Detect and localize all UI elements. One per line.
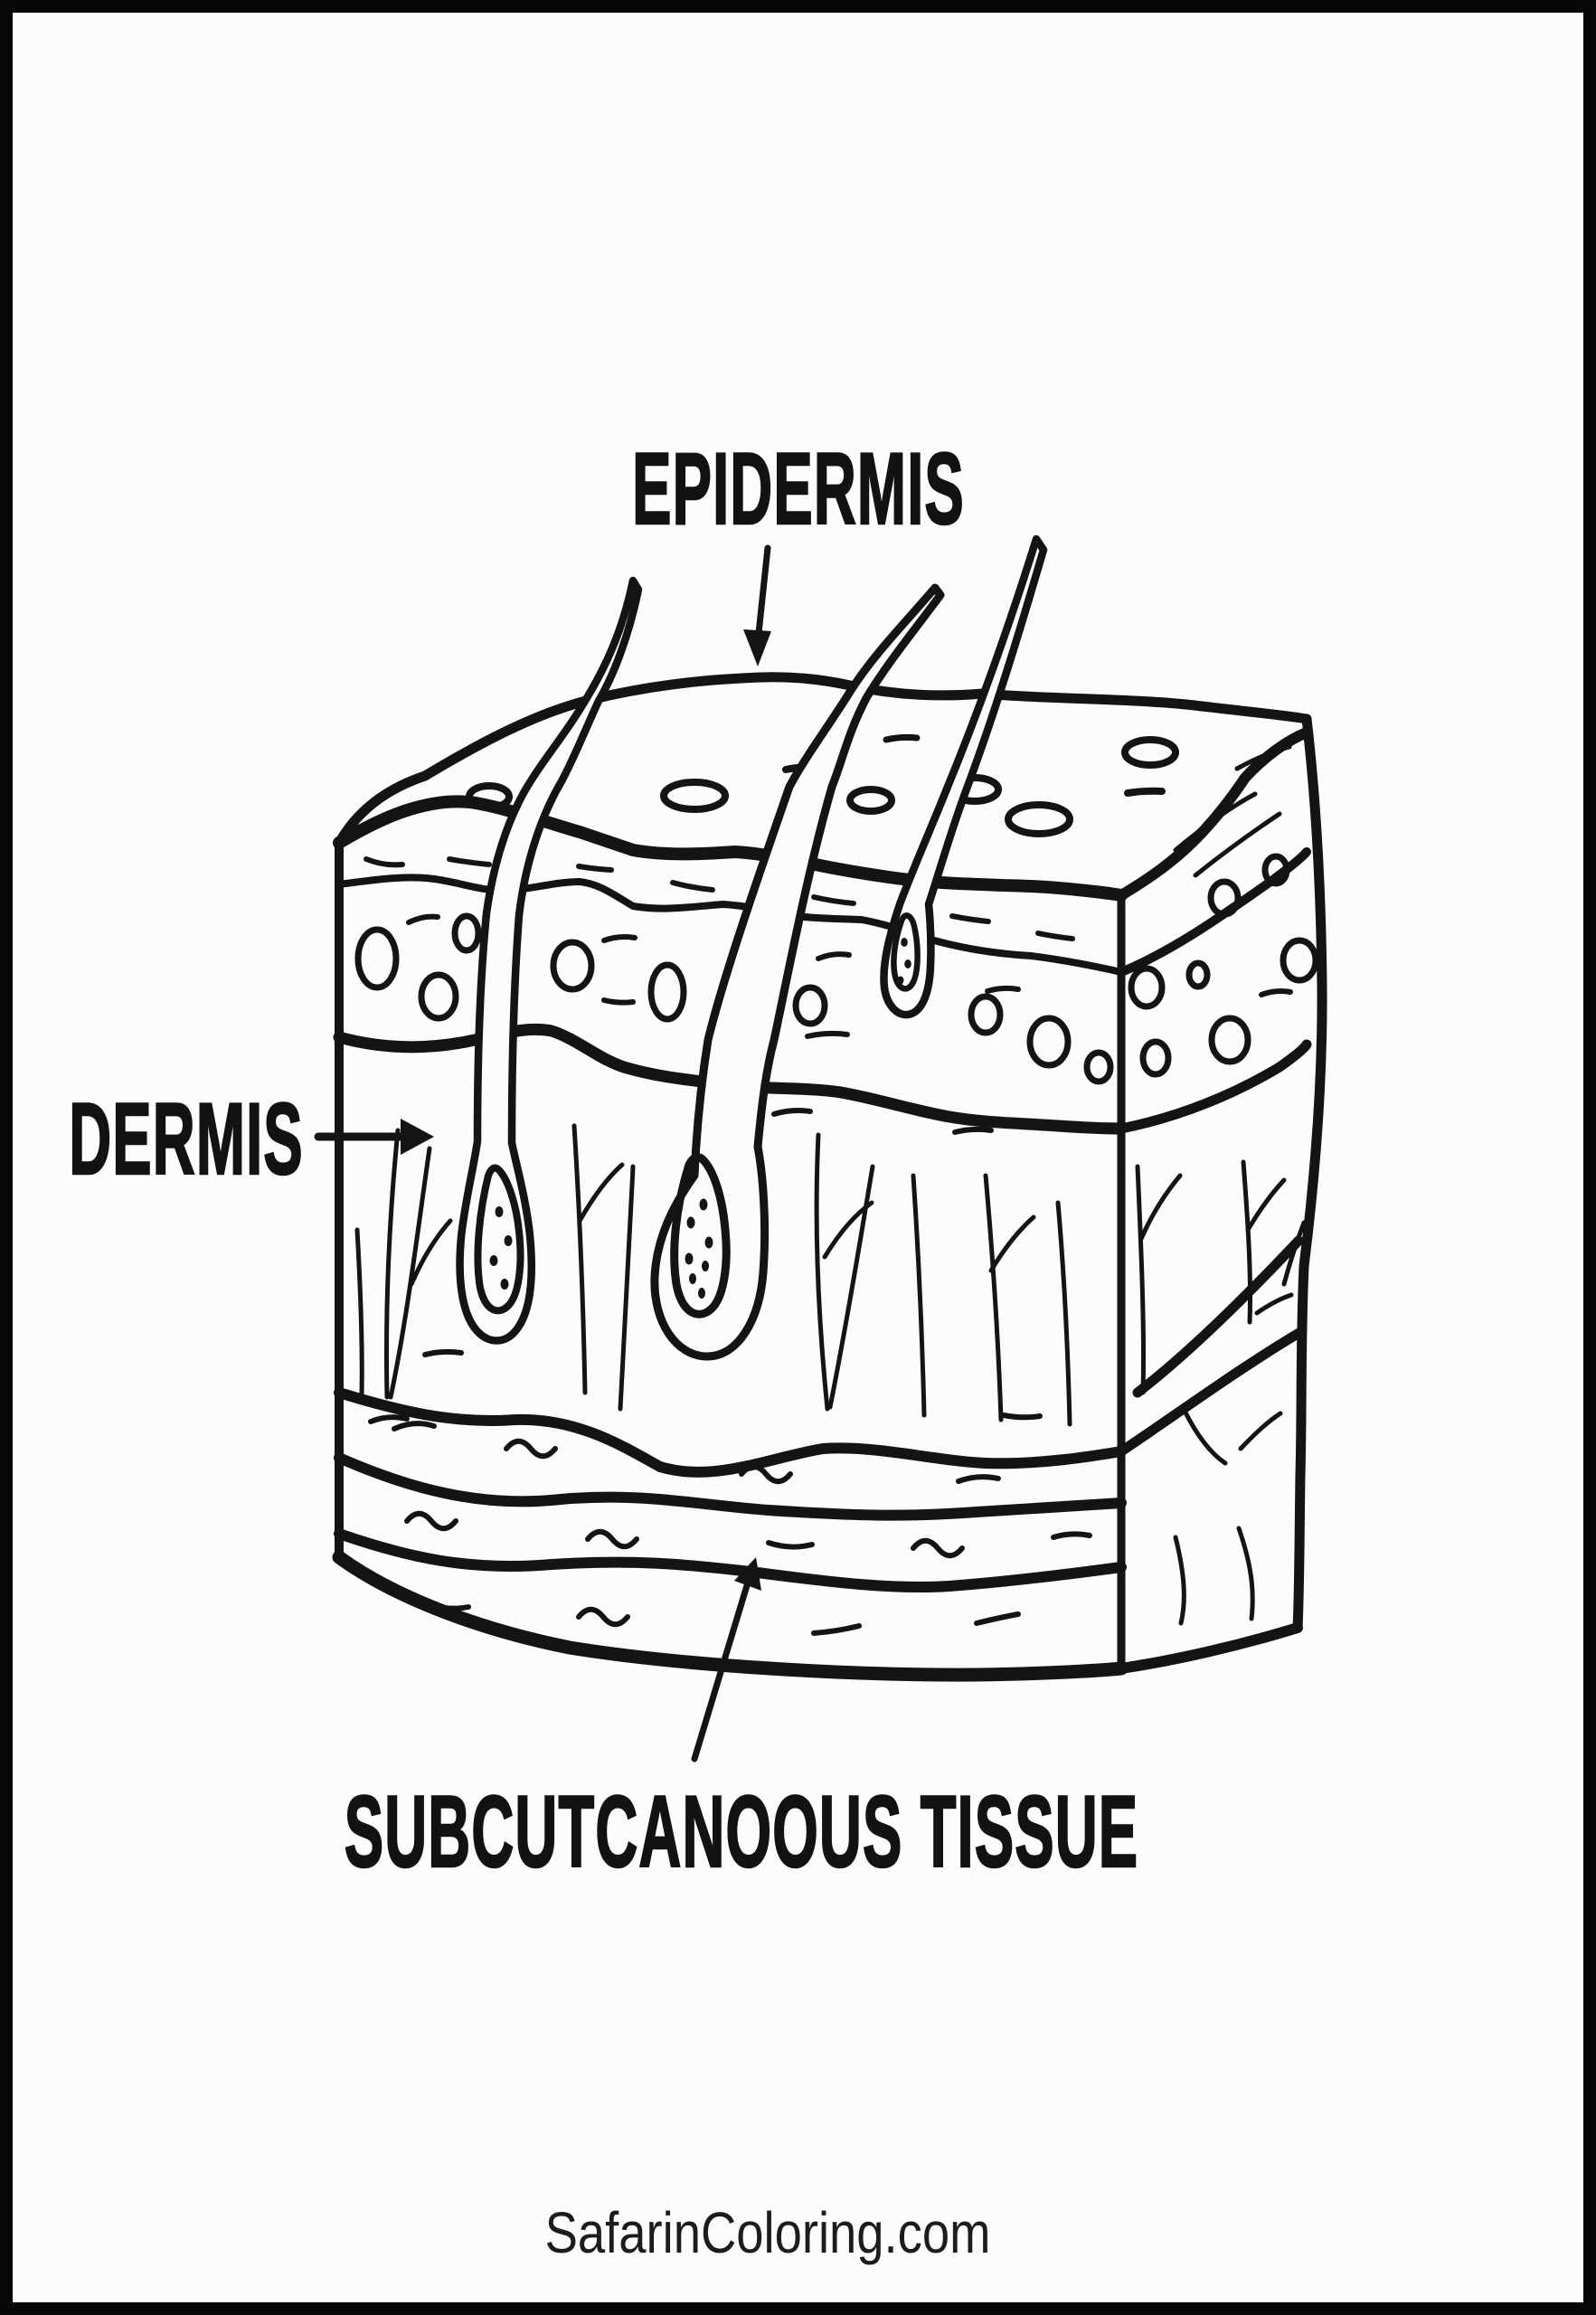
dermis-label: DERMIS	[68, 1082, 304, 1195]
hair-1-follicle-inner	[474, 1164, 524, 1315]
hair-1-shaft-and-follicle	[456, 576, 643, 1345]
right-face	[1116, 847, 1319, 1626]
epidermis-layer	[335, 856, 1125, 976]
hair-1	[456, 576, 643, 1345]
hair-3-shaft-and-follicle	[880, 534, 1048, 1019]
epidermis-label: EPIDERMIS	[631, 432, 965, 545]
epidermis-arrow	[743, 544, 771, 666]
hair-3-follicle-inner	[891, 912, 921, 992]
subcutaneous-tissue-label: SUBCUTCANOOUS TISSUE	[344, 1775, 1139, 1888]
dermis-arrow	[314, 1119, 434, 1155]
dermis-layer	[354, 1108, 1072, 1427]
hair-2	[650, 583, 945, 1361]
hair-2-shaft-and-follicle	[650, 583, 945, 1361]
subcutaneous-arrow	[691, 1557, 761, 1762]
hair-1-follicle-dots	[489, 1206, 513, 1290]
hair-2-follicle-inner	[670, 1153, 731, 1318]
subcutaneous-layer	[334, 1387, 1127, 1636]
hair-3	[880, 534, 1048, 1019]
watermark-text: SafarinColoring.com	[544, 2200, 991, 2265]
hair-2-follicle-dots	[685, 1198, 713, 1299]
pore-ovals	[466, 736, 1179, 837]
top-face	[333, 733, 1292, 902]
hair-3-follicle-dots	[897, 938, 911, 985]
